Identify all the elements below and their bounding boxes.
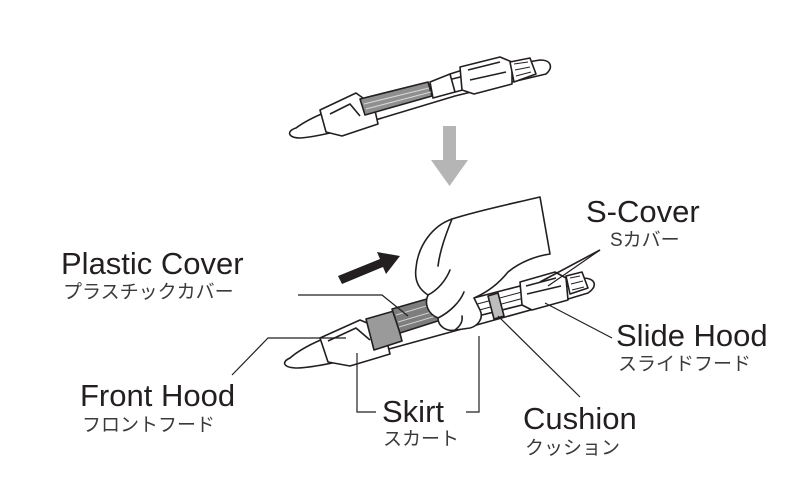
ski-after-s-cover: [539, 249, 601, 283]
leader-lines: [231, 249, 613, 413]
leader-cushion: [497, 315, 581, 398]
label-cushion: Cushion: [523, 401, 637, 436]
step-arrow-icon: [431, 126, 468, 186]
label-s-cover: S-Cover: [586, 194, 700, 229]
ski-after-skirt: [365, 310, 403, 351]
label-plastic-cover-jp: プラスチックカバー: [63, 282, 234, 303]
label-slide-hood-jp: スライドフード: [618, 354, 752, 375]
hand-illustration: [414, 196, 551, 332]
leader-skirt-right: [466, 336, 480, 413]
leader-skirt-left: [356, 353, 376, 413]
label-cushion-jp: クッション: [525, 438, 621, 459]
ski-after-cushion: [487, 292, 505, 320]
push-direction-arrow-icon: [338, 252, 400, 284]
leader-plastic-cover: [298, 294, 409, 317]
label-s-cover-jp: Sカバー: [610, 230, 680, 251]
leader-front-hood: [231, 337, 346, 376]
label-slide-hood: Slide Hood: [616, 318, 768, 353]
ski-after-slide-hood: [519, 271, 569, 311]
leader-s-cover: [547, 249, 601, 287]
ski-before: [288, 56, 552, 139]
label-front-hood-jp: フロントフード: [82, 415, 216, 436]
leader-slide-hood: [544, 302, 613, 339]
label-front-hood: Front Hood: [80, 378, 236, 413]
label-skirt: Skirt: [382, 394, 444, 429]
label-skirt-jp: スカート: [383, 429, 460, 450]
ski-before-slide-hood: [459, 56, 513, 95]
label-plastic-cover: Plastic Cover: [61, 246, 244, 281]
